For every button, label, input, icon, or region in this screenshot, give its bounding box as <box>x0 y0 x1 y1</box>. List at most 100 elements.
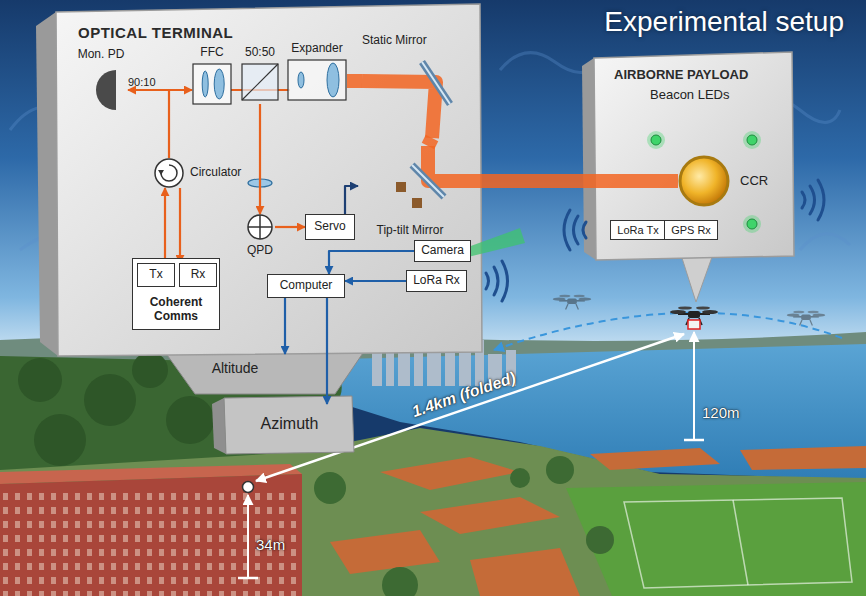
landscape-part-part <box>740 446 866 470</box>
circulator: Circulator <box>154 158 250 188</box>
node-label: Tx <box>149 268 162 282</box>
radio-waves-part <box>583 222 586 238</box>
landscape-part <box>733 500 748 585</box>
fibre-collimator-symbol-part <box>202 71 208 97</box>
beam-splitter-symbol-part <box>242 64 278 100</box>
node-label: Rx <box>191 268 206 282</box>
tip-tilt-mirror-symbol-part <box>396 182 406 192</box>
beacon-leds-part <box>747 135 757 145</box>
fibre-collimator-symbol-part <box>214 69 224 99</box>
beam-expander-symbol-part <box>327 63 339 97</box>
circulator-symbol-part <box>158 170 164 175</box>
sky-part-part <box>800 234 850 250</box>
terminal-mount-part <box>165 350 365 394</box>
node-label: Azimuth <box>261 415 319 433</box>
tip-tilt-mirror-symbol-part <box>412 165 444 197</box>
drones-part <box>553 295 591 310</box>
laser-beam <box>462 174 678 188</box>
tip-tilt-mirror-symbol-part <box>428 146 462 181</box>
terminal-mount-part <box>224 396 354 454</box>
radio-waves-part <box>802 192 805 208</box>
beam-splitter-symbol-part <box>242 64 278 100</box>
landscape-part <box>0 428 866 596</box>
rx-box: Rx <box>179 263 217 287</box>
payload-panel-part <box>682 257 712 302</box>
landscape-part-part <box>420 497 560 534</box>
drones-part <box>787 311 825 326</box>
title: Experimental setup <box>604 6 844 38</box>
static-mirror-symbol-part <box>422 62 450 104</box>
node-label: OPTICAL TERMINAL <box>78 24 233 41</box>
tip-tilt-mirror: Tip-tilt Mirror <box>358 146 462 238</box>
node-label: Expander <box>291 42 342 56</box>
circulator-symbol-part <box>161 165 177 181</box>
landscape-part-part <box>84 374 136 426</box>
quadrant-photodiode: QPD <box>245 214 275 258</box>
quadrant-photodiode-symbol-part <box>248 215 272 239</box>
payload-panel-part <box>594 52 794 260</box>
landscape <box>0 332 866 596</box>
node-label: CCR <box>740 174 768 189</box>
node-label: LoRa Rx <box>413 274 460 288</box>
static-mirror-symbol-part <box>362 81 436 138</box>
radio-waves-part <box>574 216 579 244</box>
radio-waves-part <box>486 273 489 289</box>
terminal-panel <box>36 4 482 356</box>
landscape-part <box>624 498 852 588</box>
distance-lines-part <box>238 577 258 580</box>
distance-label: 1.4km (folded) <box>410 369 519 422</box>
laser-beam <box>428 138 432 146</box>
height-label: 34m <box>256 536 285 553</box>
node-label: Altitude <box>212 360 259 376</box>
terminal-housing: OPTICAL TERMINALMon. PDFFC50:50ExpanderS… <box>62 18 474 348</box>
landscape-part-part <box>34 414 86 466</box>
landscape-part-part <box>590 448 720 470</box>
node-label: FFC <box>200 46 223 60</box>
node-label: GPS Rx <box>671 224 711 237</box>
title-holder: Experimental setup <box>604 6 844 38</box>
servo-box: Servo <box>305 214 355 240</box>
landscape-part-part <box>18 358 62 402</box>
node-label: Computer <box>280 279 333 293</box>
terminal-panel-part <box>56 4 482 356</box>
beacon-leds-part <box>647 131 665 149</box>
landscape-part <box>0 492 302 596</box>
static-mirror-symbol-part <box>422 62 450 104</box>
beam-splitter: 50:50 <box>240 46 280 104</box>
landscape-part-part <box>166 396 214 444</box>
distance-lines-part <box>243 482 254 493</box>
tip-tilt-mirror-symbol-part <box>412 165 444 197</box>
signal-arrow <box>284 298 286 354</box>
beacon-leds-part <box>651 135 661 145</box>
azimuth-axis: Azimuth <box>232 404 347 444</box>
node-label: Camera <box>421 244 464 258</box>
beam-expander: Expander <box>287 42 347 102</box>
landscape-part <box>0 474 302 596</box>
signal-arrow <box>345 186 358 214</box>
label-holder: 34m <box>256 536 285 554</box>
comms-box: Coherent CommsTxRx <box>132 258 220 330</box>
landscape-part-part <box>398 348 410 386</box>
drones <box>553 295 825 329</box>
tip-tilt-mirror-symbol-part <box>412 198 422 208</box>
node-label: LoRa Tx <box>617 224 658 237</box>
camera-box: Camera <box>414 240 471 262</box>
radio-waves-part <box>810 186 815 214</box>
node-label: 50:50 <box>245 46 275 60</box>
height-label: 120m <box>702 404 740 421</box>
lora-receiver-box: LoRa Rx <box>406 270 467 292</box>
landscape-part <box>566 482 866 596</box>
circulator-symbol-part <box>155 159 183 187</box>
corner-cube-reflector: CCR <box>678 155 774 207</box>
landscape-part-part <box>380 457 520 490</box>
terminal-panel-part <box>36 12 58 356</box>
distance-lines-part <box>494 313 842 350</box>
drones-part <box>688 320 700 329</box>
beacon-leds-part <box>747 219 757 229</box>
label-holder: 120m <box>702 404 740 422</box>
node-label: Mon. PD <box>78 48 125 62</box>
tx-box: Tx <box>137 263 175 287</box>
static-mirror: Static Mirror <box>362 34 458 138</box>
landscape-part-part <box>132 352 168 388</box>
